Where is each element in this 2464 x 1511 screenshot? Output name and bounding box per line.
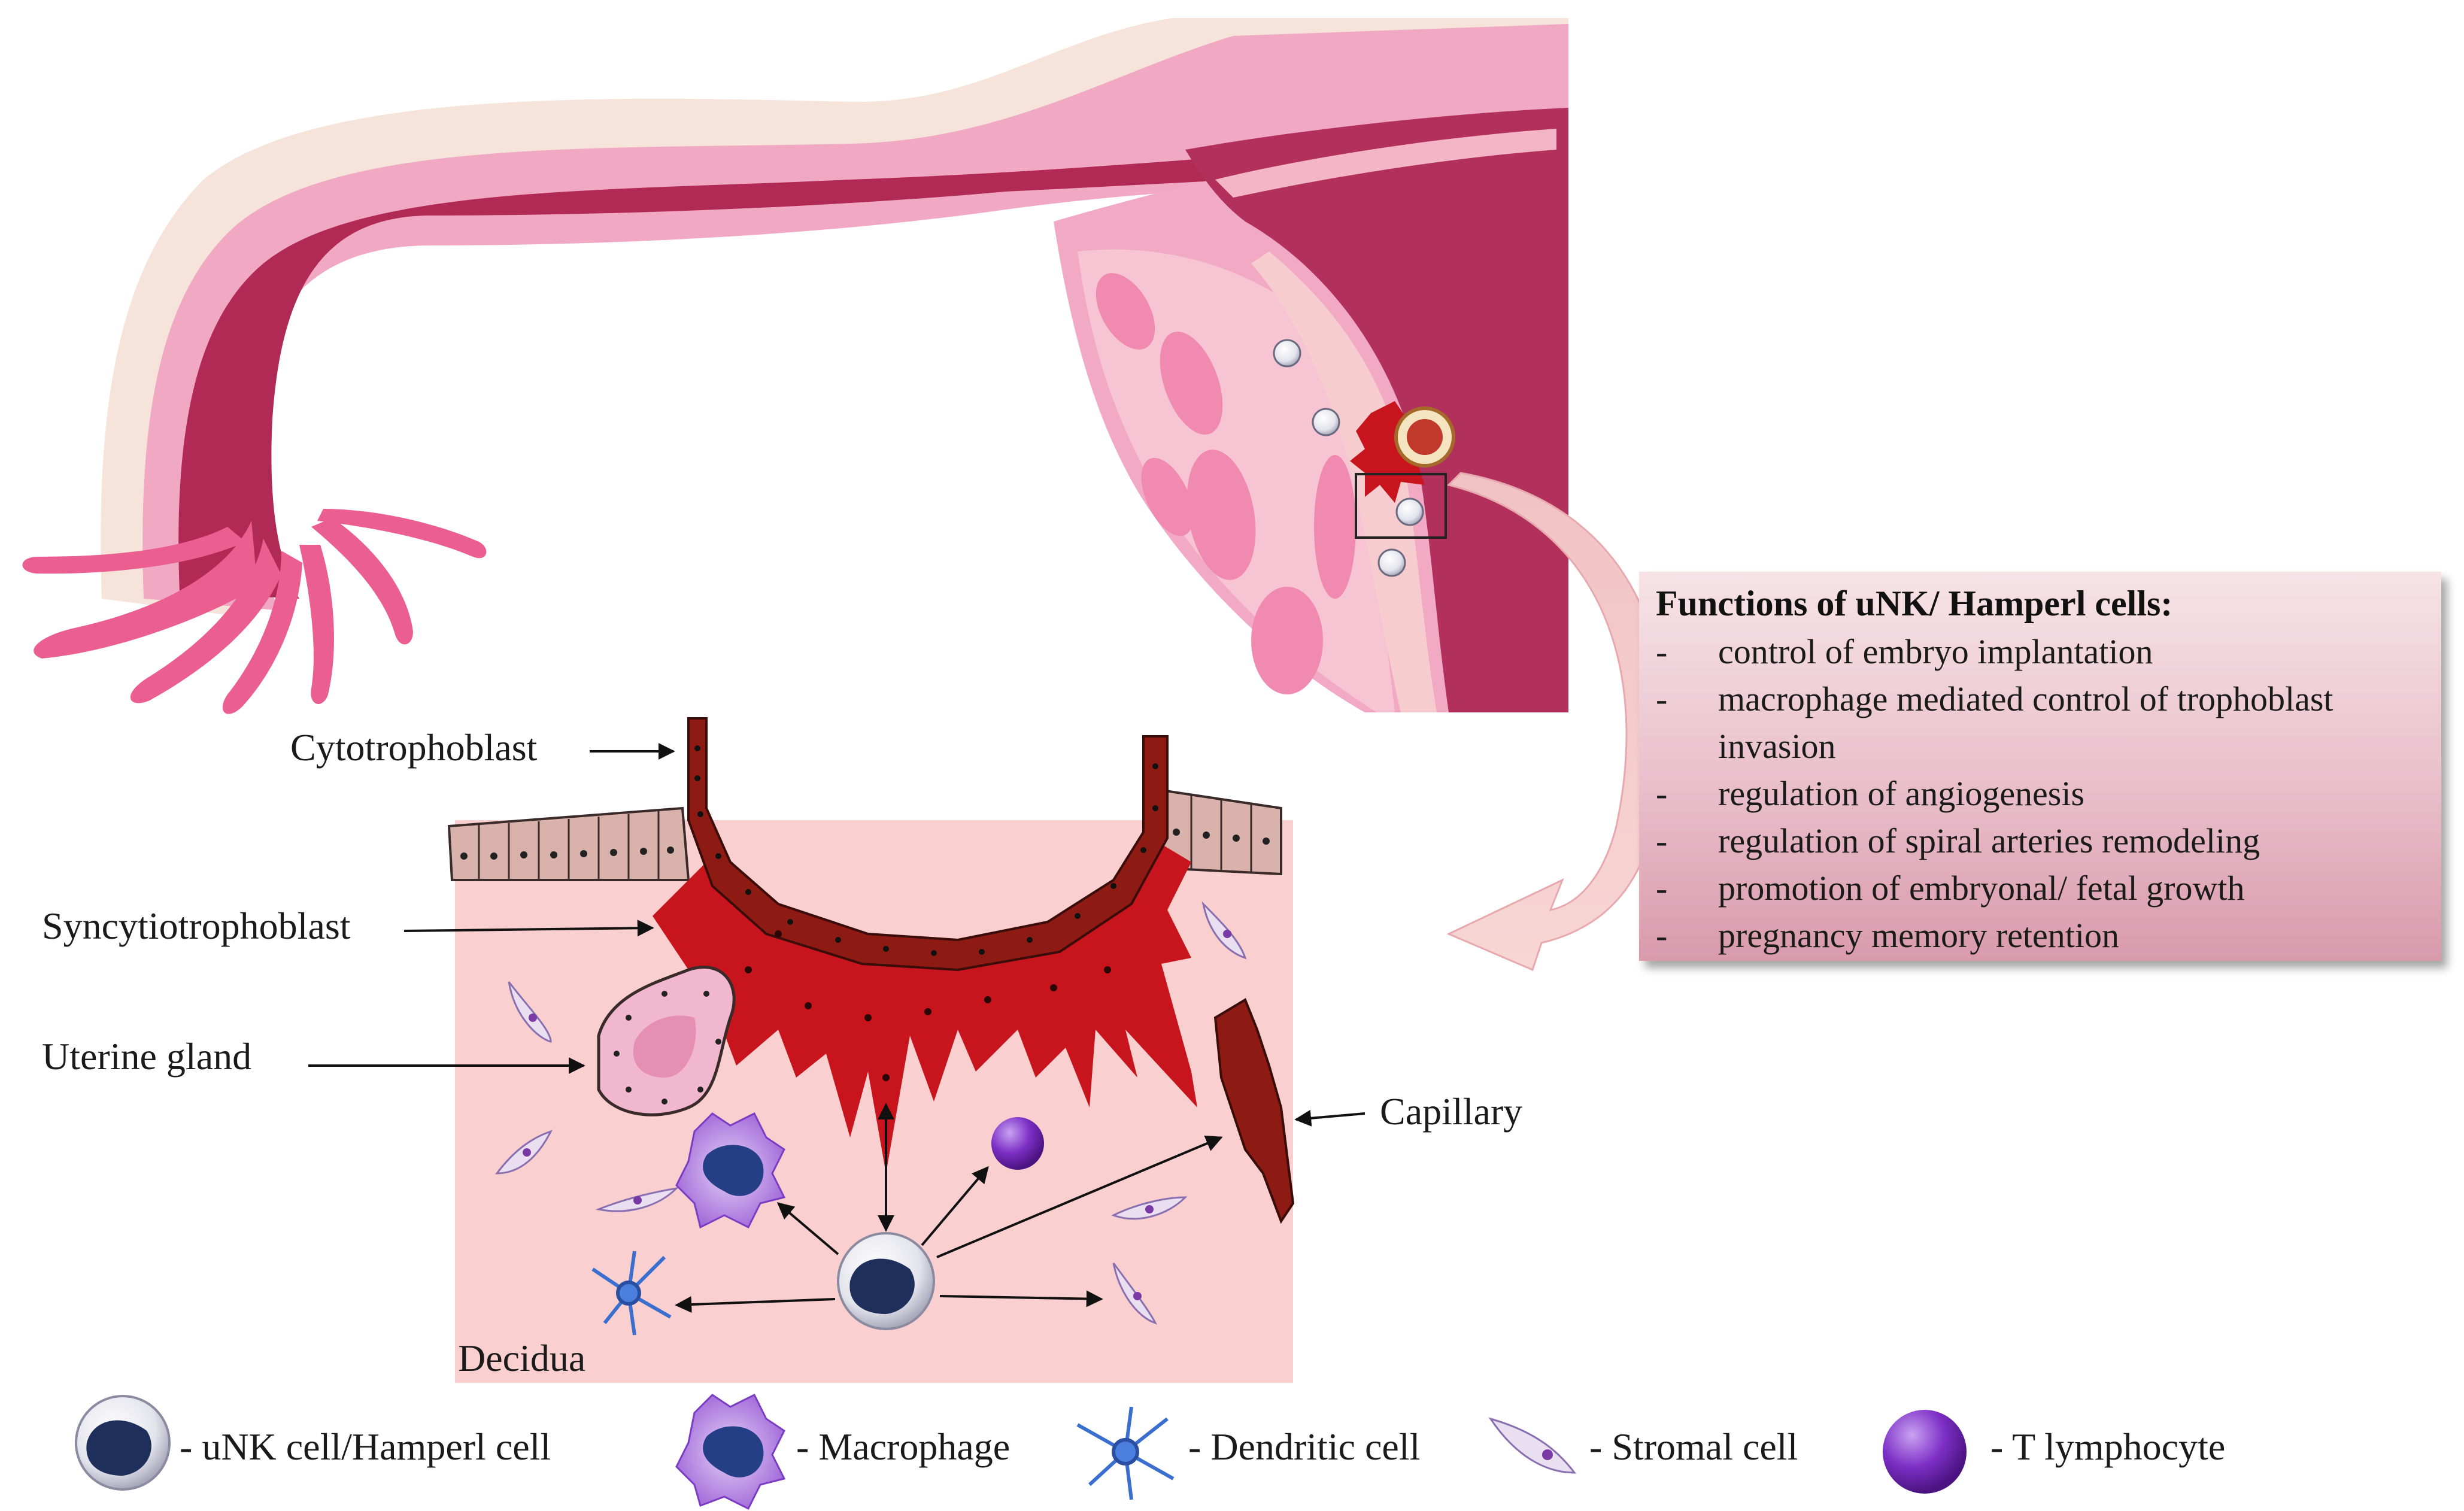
uterine-gland (597, 966, 736, 1116)
legend-label-dendritic: - Dendritic cell (1188, 1425, 1421, 1468)
decidua-panel (308, 717, 1365, 1383)
dendritic-cell (591, 1251, 672, 1336)
label-decidua: Decidua (458, 1337, 586, 1379)
label-syncytiotrophoblast: Syncytiotrophoblast (42, 905, 351, 947)
legend-icons (75, 1393, 1967, 1510)
function-item: -regulation of spiral arteries remodelin… (1656, 821, 2260, 860)
label-cytotrophoblast: Cytotrophoblast (290, 726, 538, 769)
label-uterine-gland: Uterine gland (42, 1035, 252, 1078)
zoom-box (1355, 473, 1447, 539)
t-lymphocyte-cell (991, 1117, 1044, 1170)
label-pointers (308, 743, 1365, 1127)
zoom-arrow (1446, 472, 1665, 972)
legend-macrophage-icon (675, 1393, 786, 1510)
function-item: -regulation of angiogenesis (1656, 774, 2085, 813)
myometrium-blobs (1096, 273, 1356, 694)
label-capillary: Capillary (1380, 1090, 1523, 1133)
syncytiotrophoblast (653, 844, 1197, 1173)
unk-central-cell (837, 1232, 935, 1330)
legend-unk-icon (75, 1395, 171, 1491)
cytotrophoblast-layer (687, 717, 1169, 972)
legend-label-unk: - uNK cell/Hamperl cell (180, 1425, 551, 1468)
legend-stromal-icon (1488, 1417, 1577, 1474)
epithelium-right (1160, 788, 1282, 876)
fimbriae (22, 509, 487, 714)
epithelium-left (447, 806, 690, 881)
functions-title: Functions of uNK/ Hamperl cells: (1656, 584, 2173, 623)
function-item: -pregnancy memory retention (1656, 916, 2119, 955)
legend-label-tcell: - T lymphocyte (1990, 1425, 2226, 1468)
functions-box: Functions of uNK/ Hamperl cells: -contro… (1639, 572, 2441, 961)
uterus-unk-cells (1273, 339, 1424, 577)
functions-list: -control of embryo implantation -macroph… (1656, 628, 2441, 959)
legend-label-stromal: - Stromal cell (1589, 1425, 1798, 1468)
legend-dendritic-icon (1076, 1406, 1175, 1500)
macrophage-cell (675, 1112, 786, 1229)
cytotrophoblast-nuclei (694, 745, 1158, 956)
uterus-illustration (22, 18, 1569, 714)
blastocyst (1350, 401, 1455, 503)
capillary (1213, 998, 1295, 1224)
function-item: -control of embryo implantation (1656, 632, 2153, 671)
interaction-arrows (675, 1103, 1223, 1313)
function-item: -macrophage mediated control of trophobl… (1656, 679, 2333, 766)
legend-tcell-icon (1883, 1410, 1967, 1494)
function-item: -promotion of embryonal/ fetal growth (1656, 869, 2245, 908)
legend-label-macrophage: - Macrophage (796, 1425, 1011, 1468)
